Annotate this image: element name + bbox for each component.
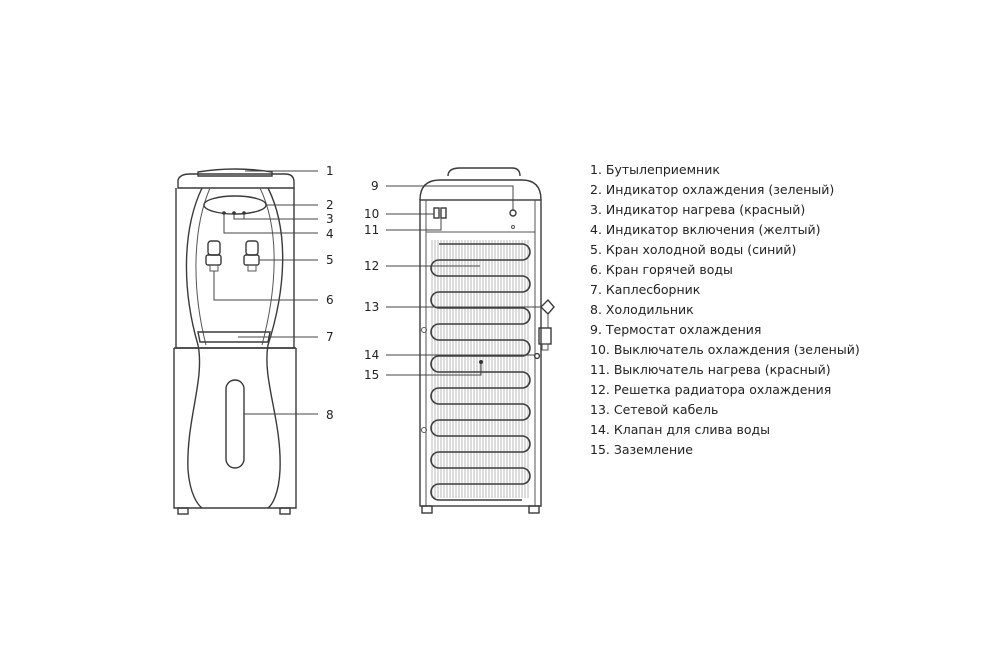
- callout-1: 1: [326, 164, 334, 178]
- hot-water-tap: [243, 240, 260, 272]
- drip-tray: [197, 331, 271, 343]
- legend-item-8: 8. Холодильник: [590, 302, 694, 317]
- callout-8: 8: [326, 408, 334, 422]
- legend-item-13: 13. Сетевой кабель: [590, 402, 718, 417]
- power-cable: [538, 298, 555, 351]
- callout-11: 11: [364, 223, 379, 237]
- back-cabinet: [419, 199, 542, 507]
- drain-valve: [533, 352, 541, 360]
- legend-item-6: 6. Кран горячей воды: [590, 262, 733, 277]
- callout-10: 10: [364, 207, 379, 221]
- cooling-switch: [433, 207, 440, 219]
- legend-item-4: 4. Индикатор включения (желтый): [590, 222, 821, 237]
- callout-4: 4: [326, 227, 334, 241]
- callout-9: 9: [371, 179, 379, 193]
- callout-7: 7: [326, 330, 334, 344]
- legend-item-12: 12. Решетка радиатора охлаждения: [590, 382, 831, 397]
- legend-item-14: 14. Клапан для слива воды: [590, 422, 770, 437]
- grounding-point: [479, 360, 483, 364]
- callout-2: 2: [326, 198, 334, 212]
- radiator-grid: [431, 240, 529, 498]
- back-top-shoulder: [419, 179, 542, 201]
- back-top-cap: [447, 167, 521, 177]
- legend-item-7: 7. Каплесборник: [590, 282, 701, 297]
- cold-water-tap: [205, 240, 222, 272]
- callout-14: 14: [364, 348, 379, 362]
- legend-item-1: 1. Бутылеприемник: [590, 162, 720, 177]
- front-panel-curve-right: [266, 187, 284, 509]
- front-foot-right: [279, 507, 291, 515]
- front-panel-curve-left: [185, 187, 203, 509]
- refrigerator-window: [225, 379, 245, 469]
- legend-item-2: 2. Индикатор охлаждения (зеленый): [590, 182, 834, 197]
- callout-6: 6: [326, 293, 334, 307]
- front-lower-cabinet: [173, 348, 297, 509]
- front-foot-left: [177, 507, 189, 515]
- heating-switch: [440, 207, 447, 219]
- front-top-cap: [177, 173, 295, 189]
- cooling-thermostat: [509, 209, 517, 217]
- indicator-panel: [203, 195, 267, 215]
- legend-item-10: 10. Выключатель охлаждения (зеленый): [590, 342, 860, 357]
- bottle-receiver: [197, 168, 273, 177]
- legend-item-11: 11. Выключатель нагрева (красный): [590, 362, 831, 377]
- back-foot-right: [528, 505, 540, 514]
- callout-15: 15: [364, 368, 379, 382]
- legend-item-3: 3. Индикатор нагрева (красный): [590, 202, 805, 217]
- callout-3: 3: [326, 212, 334, 226]
- legend-item-5: 5. Кран холодной воды (синий): [590, 242, 796, 257]
- legend-item-9: 9. Термостат охлаждения: [590, 322, 761, 337]
- front-view: 1 2 3 4 5 6 7 8: [173, 164, 334, 515]
- legend: 1. Бутылеприемник 2. Индикатор охлаждени…: [590, 162, 860, 457]
- callout-5: 5: [326, 253, 334, 267]
- legend-item-15: 15. Заземление: [590, 442, 693, 457]
- back-view: 9 10 11 12 13 14 15: [364, 167, 555, 514]
- callout-12: 12: [364, 259, 379, 273]
- callout-13: 13: [364, 300, 379, 314]
- back-foot-left: [421, 505, 433, 514]
